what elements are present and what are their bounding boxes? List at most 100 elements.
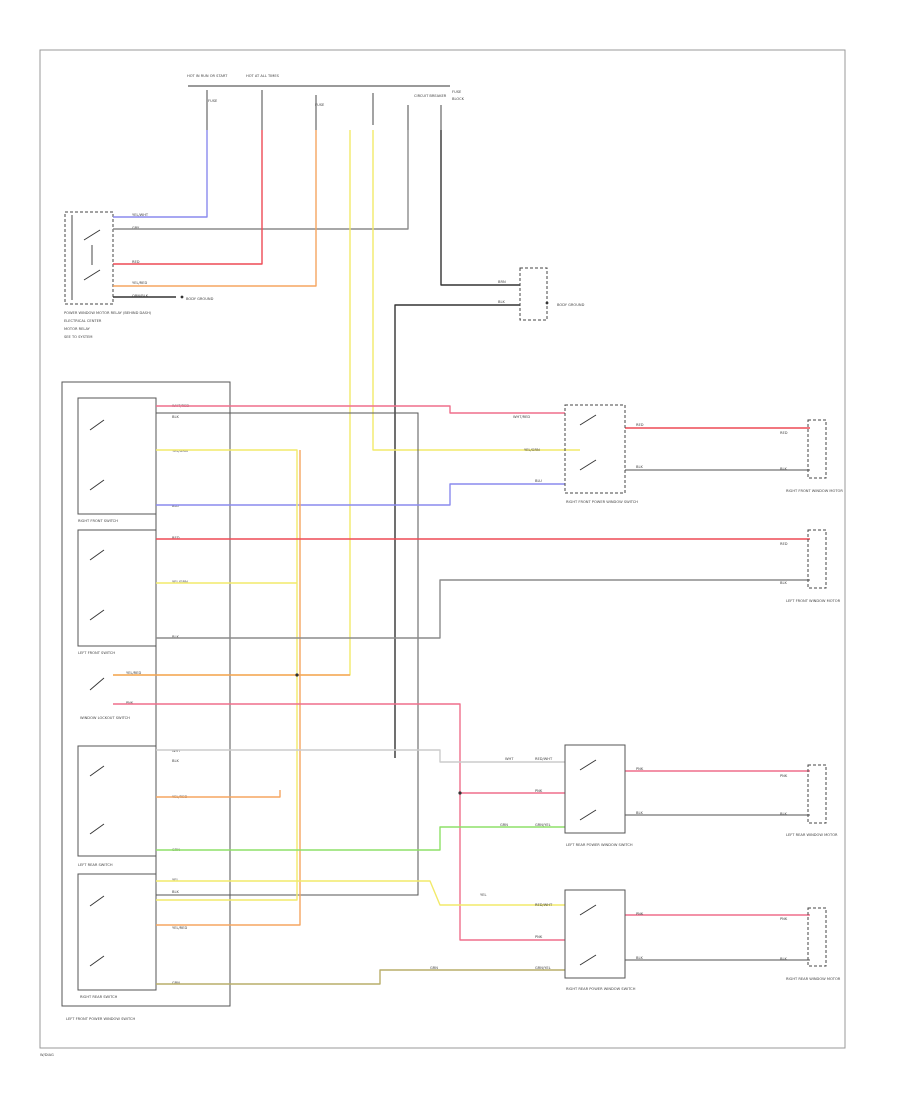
lf-contact-1	[89, 549, 105, 561]
wl-yel-grn-2: YEL/GRN	[172, 580, 188, 584]
lf-circuit-wires	[156, 538, 810, 639]
wl-blk-6: BLK	[636, 465, 643, 469]
label-ground: BODY GROUND	[186, 297, 214, 301]
wl-yel-2: YEL	[480, 893, 486, 897]
lf-motor-box	[807, 529, 827, 589]
wire-black-to-relay-right	[440, 130, 520, 286]
wire-olive-rr	[156, 969, 565, 985]
label-master-switch: LEFT FRONT POWER WINDOW SWITCH	[66, 1017, 135, 1021]
wire-label-orn-blk: ORN/BLK	[132, 294, 149, 298]
wl-grn-yel-1: GRN/YEL	[535, 823, 551, 827]
rr-ws-contact-1	[579, 904, 597, 916]
label-hot-in-run: HOT IN RUN OR START	[187, 74, 228, 78]
footer-label: W/DIAG	[40, 1053, 54, 1057]
wl-blu-2: BLU	[535, 479, 542, 483]
relay-switch-1	[83, 229, 101, 241]
wire-label-brn: BRN	[498, 280, 506, 284]
wl-red-3: RED	[636, 423, 644, 427]
relay-switch-2	[83, 269, 101, 281]
wire-black-ground-bus	[394, 304, 520, 758]
label-lr-switch: LEFT REAR SWITCH	[78, 863, 113, 867]
rf-circuit-wires	[156, 405, 810, 926]
relay-sub: ELECTRICAL CENTER	[64, 319, 102, 323]
wl-wht-2: WHT	[505, 757, 514, 761]
wl-pnk-7: PNK	[780, 917, 788, 921]
master-switch-assembly: RIGHT FRONT SWITCH LEFT FRONT SWITCH WIN…	[61, 381, 231, 1021]
label-lockout: WINDOW LOCKOUT SWITCH	[80, 716, 130, 720]
wl-pnk-6: PNK	[636, 912, 644, 916]
wl-yel-grn-1: YEL/GRN	[172, 449, 188, 453]
wl-blk-10: BLK	[780, 812, 787, 816]
wire-gray-relay	[113, 130, 409, 230]
wire-label-yel-wht: YEL/WHT	[132, 213, 149, 217]
wl-pnk-1: PNK	[126, 701, 134, 705]
wire-pink-rf-up	[156, 405, 565, 414]
wl-blk-5: BLK	[172, 890, 179, 894]
lr-contact-2	[89, 823, 105, 835]
lr-window-motor: PNK BLK LEFT REAR WINDOW MOTOR	[780, 764, 838, 837]
rf-switch-box	[77, 397, 157, 515]
master-switch-outline	[61, 381, 231, 1007]
wire-label-gry-1: GRY	[132, 226, 140, 230]
rr-switch-box	[77, 873, 157, 991]
junction-dot-1	[295, 673, 299, 677]
lf-switch-box	[77, 529, 157, 647]
wl-grn-4: GRN	[430, 966, 438, 970]
rr-window-motor: PNK BLK RIGHT REAR WINDOW MOTOR	[780, 907, 841, 981]
wl-pnk-2: PNK	[535, 789, 543, 793]
wire-white-lr	[156, 749, 565, 763]
wire-gray-lf-motor	[156, 579, 810, 639]
label-circuit-breaker: CIRCUIT BREAKER	[414, 94, 447, 98]
wire-orange-vert	[156, 450, 301, 926]
wl-wht-1: WHT	[172, 749, 181, 753]
rr-circuit-wires	[156, 880, 810, 985]
ground-relay-right: BRN BLK BODY GROUND	[498, 267, 585, 321]
wire-blue-rf-down	[156, 483, 565, 506]
label-fuse-1: FUSE	[208, 99, 218, 103]
label-fuse-block: BLOCK	[452, 97, 465, 101]
lockout-wires	[113, 674, 565, 941]
label-fuse-2: FUSE	[315, 103, 325, 107]
label-rf-motor: RIGHT FRONT WINDOW MOTOR	[786, 489, 843, 493]
rr-window-switch: RIGHT REAR POWER WINDOW SWITCH YEL RED/W…	[430, 889, 644, 991]
lr-window-switch-box	[564, 744, 626, 834]
rr-ws-contact-2	[579, 954, 597, 966]
diagram-frame	[39, 49, 846, 1049]
wl-grn-3: GRN	[500, 823, 508, 827]
rr-window-switch-box	[564, 889, 626, 979]
relay-sub2: MOTOR RELAY	[64, 327, 91, 331]
lr-motor-box	[807, 764, 827, 824]
wl-blu-1: BLU	[172, 504, 179, 508]
rr-motor-box	[807, 907, 827, 967]
wl-pnk-5: PNK	[535, 935, 543, 939]
lockout-contact	[89, 677, 105, 691]
wl-blk-2: BLK	[172, 415, 179, 419]
lr-ws-contact-2	[579, 809, 597, 821]
wl-red-wht-1: RED/WHT	[535, 757, 553, 761]
lr-switch-box	[77, 745, 157, 857]
upper-wires	[113, 130, 580, 758]
lr-circuit-wires	[156, 749, 810, 851]
wl-red-4: RED	[780, 431, 788, 435]
wl-grn-2: GRN	[172, 981, 180, 985]
wire-pink-main	[113, 703, 565, 941]
inner-bus-box	[155, 412, 419, 896]
wire-green-lr	[156, 826, 565, 851]
label-lf-motor: LEFT FRONT WINDOW MOTOR	[786, 599, 841, 603]
wl-blk-7: BLK	[780, 467, 787, 471]
label-rr-window-switch: RIGHT REAR POWER WINDOW SWITCH	[566, 987, 636, 991]
top-power-feeds: HOT IN RUN OR START HOT AT ALL TIMES FUS…	[187, 74, 465, 130]
lf-window-motor: RED BLK LEFT FRONT WINDOW MOTOR	[780, 529, 841, 603]
wire-label-blk-1: BLK	[498, 300, 505, 304]
label-rf-window-switch: RIGHT FRONT POWER WINDOW SWITCH	[566, 500, 638, 504]
wl-yel-red-4: YEL/RED	[172, 926, 187, 930]
wl-blk-9: BLK	[636, 811, 643, 815]
wire-yellow-lockout	[113, 130, 351, 676]
wl-red-wht-2: RED/WHT	[535, 903, 553, 907]
wl-yel-grn-3: YEL/GRN	[524, 448, 540, 452]
label-rf-switch: RIGHT FRONT SWITCH	[78, 519, 118, 523]
lr-contact-1	[89, 765, 105, 777]
rf-window-motor: RED BLK RIGHT FRONT WINDOW MOTOR	[780, 419, 843, 493]
label-rr-motor: RIGHT REAR WINDOW MOTOR	[786, 977, 841, 981]
rf-window-switch: RIGHT FRONT POWER WINDOW SWITCH WHT/RED …	[513, 404, 644, 504]
